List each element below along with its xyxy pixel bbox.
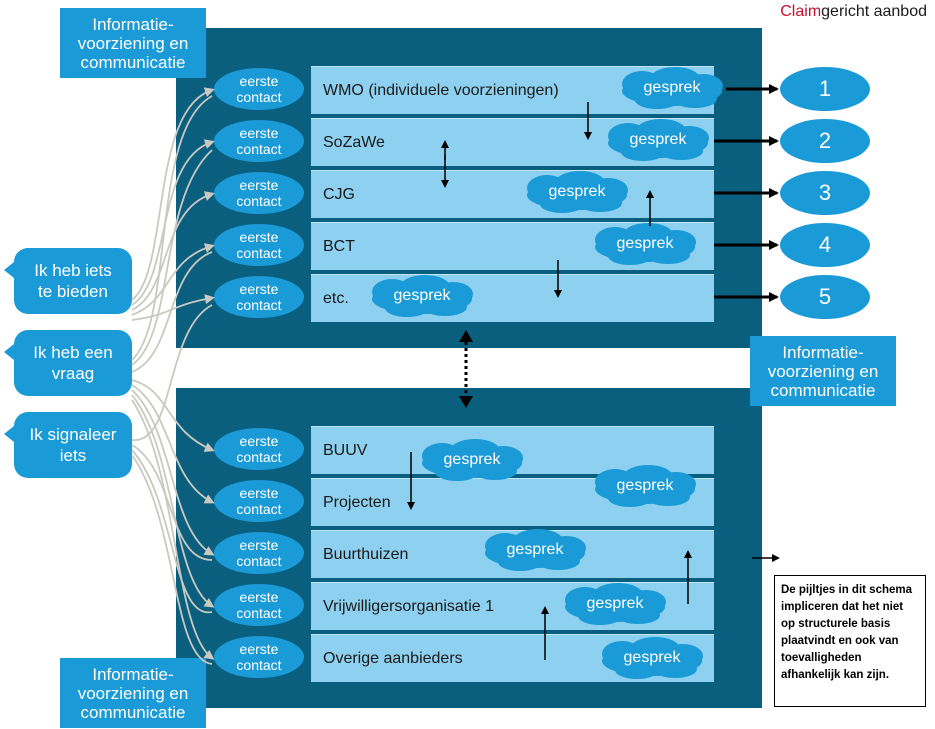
- connector-curve: [131, 384, 215, 504]
- info-box-bottom: Informatie- voorziening en communicatie: [60, 658, 206, 728]
- outcome-arrows: [714, 84, 779, 302]
- cloud-label: gesprek: [506, 541, 564, 558]
- title-rest: gericht aanbod: [821, 3, 927, 20]
- internal-arrows: [407, 102, 780, 660]
- signal-bubble-offer: Ik heb iets te bieden: [14, 248, 132, 314]
- connector-curve: [131, 454, 213, 665]
- cloud-label: gesprek: [623, 649, 681, 666]
- cloud-label: gesprek: [548, 183, 606, 200]
- connector-curve: [131, 399, 215, 660]
- first-contact-oval: eerste contact: [214, 428, 304, 470]
- cloud-label: gesprek: [643, 79, 701, 96]
- connector-curve: [131, 449, 213, 613]
- cloud-label: gesprek: [443, 451, 501, 468]
- outcome-oval-5: 5: [780, 275, 870, 319]
- cloud-label: gesprek: [393, 287, 451, 304]
- cloud-label: gesprek: [629, 131, 687, 148]
- bubble-tail: [4, 262, 14, 278]
- bubble-tail: [4, 426, 14, 442]
- dotted-double-arrow: [459, 330, 473, 408]
- cloud-label: gesprek: [616, 477, 674, 494]
- connector-curve: [131, 379, 215, 452]
- first-contact-oval: eerste contact: [214, 584, 304, 626]
- outcome-oval-1: 1: [780, 67, 870, 111]
- first-contact-oval: eerste contact: [214, 480, 304, 522]
- connector-curve: [131, 394, 215, 608]
- first-contact-oval: eerste contact: [214, 120, 304, 162]
- diagram-title: Claimgericht aanbod: [780, 3, 927, 21]
- connector-curve: [131, 87, 215, 301]
- outcome-oval-2: 2: [780, 119, 870, 163]
- connector-curve: [131, 191, 215, 311]
- first-contact-oval: eerste contact: [214, 224, 304, 266]
- first-contact-oval: eerste contact: [214, 172, 304, 214]
- connector-curve: [131, 149, 213, 366]
- cloud-label: gesprek: [586, 595, 644, 612]
- signal-bubble-question: Ik heb een vraag: [14, 330, 132, 396]
- first-contact-oval: eerste contact: [214, 636, 304, 678]
- first-contact-oval: eerste contact: [214, 68, 304, 110]
- info-box-right: Informatie- voorziening en communicatie: [750, 336, 896, 406]
- cloud-label: gesprek: [616, 235, 674, 252]
- connector-curve: [131, 95, 213, 361]
- outcome-oval-3: 3: [780, 171, 870, 215]
- connector-curve: [131, 243, 215, 316]
- signal-connectors: [131, 87, 215, 665]
- title-accent: Claim: [780, 3, 822, 20]
- explanatory-note: De pijltjes in dit schema impliceren dat…: [774, 575, 926, 707]
- cloud-shapes: [372, 67, 723, 679]
- connector-curve: [131, 251, 213, 373]
- signal-bubble-signal: Ik signaleer iets: [14, 412, 132, 478]
- connector-curve: [131, 389, 215, 556]
- outcome-oval-4: 4: [780, 223, 870, 267]
- connector-curve: [131, 304, 213, 441]
- connector-curve: [131, 444, 213, 561]
- info-box-top: Informatie- voorziening en communicatie: [60, 8, 206, 78]
- bubble-tail: [4, 344, 14, 360]
- first-contact-oval: eerste contact: [214, 532, 304, 574]
- first-contact-oval: eerste contact: [214, 276, 304, 318]
